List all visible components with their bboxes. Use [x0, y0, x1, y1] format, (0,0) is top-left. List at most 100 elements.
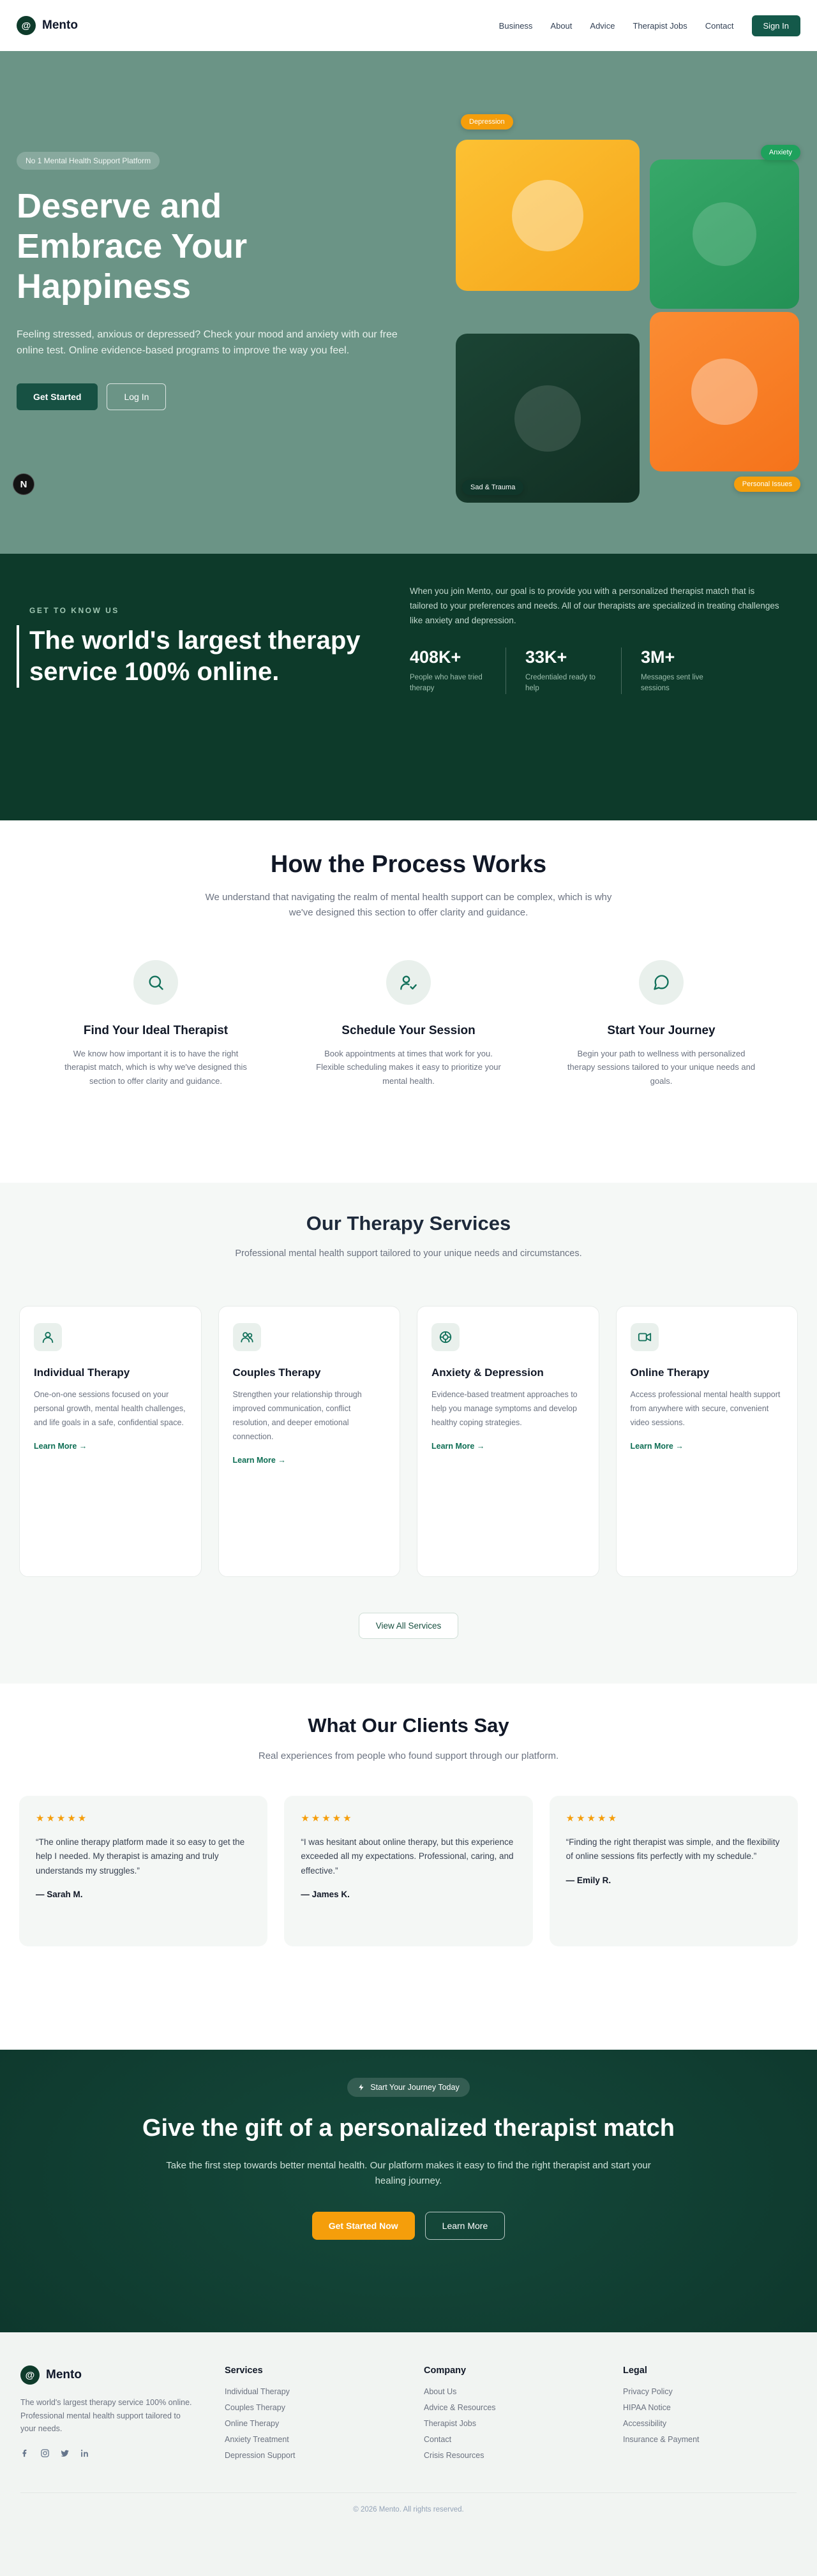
- testimonial-quote: “The online therapy platform made it so …: [36, 1837, 245, 1876]
- footer-link[interactable]: Anxiety Treatment: [225, 2435, 289, 2444]
- dev-indicator-badge[interactable]: N: [13, 473, 34, 495]
- testimonials-subtitle: Real experiences from people who found s…: [258, 1751, 559, 1761]
- stat-therapists: 33K+ Credentialed ready to help: [525, 647, 622, 695]
- decorative-circle: [691, 359, 758, 425]
- testimonial-card: ★★★★★ “I was hesitant about online thera…: [284, 1796, 533, 1946]
- testimonials-section: What Our Clients Say Real experiences fr…: [0, 1684, 817, 2050]
- footer-link[interactable]: About Us: [424, 2387, 457, 2396]
- testimonial-card: ★★★★★ “Finding the right therapist was s…: [549, 1796, 798, 1946]
- stat-messages: 3M+ Messages sent live sessions: [641, 648, 737, 695]
- learn-more-link[interactable]: Learn More →: [34, 1441, 87, 1451]
- footer-link[interactable]: Insurance & Payment: [623, 2435, 700, 2444]
- anxiety-tag: Anxiety: [760, 145, 800, 160]
- about-section: GET TO KNOW US The world's largest thera…: [0, 554, 817, 820]
- get-started-now-button[interactable]: Get Started Now: [311, 2211, 415, 2240]
- step-start-journey: Start Your Journey Begin your path to we…: [550, 960, 772, 1088]
- service-description: One-on-one sessions focused on your pers…: [34, 1390, 186, 1427]
- footer-column-title: Legal: [623, 2365, 647, 2376]
- logo-icon: @: [20, 2365, 40, 2385]
- testimonial-card: ★★★★★ “The online therapy platform made …: [19, 1796, 268, 1946]
- process-title: How the Process Works: [270, 851, 547, 878]
- cta-badge-label: Start Your Journey Today: [370, 2083, 460, 2092]
- footer-link[interactable]: Couples Therapy: [225, 2403, 285, 2412]
- brand-name: Mento: [42, 19, 78, 32]
- footer-link[interactable]: Advice & Resources: [424, 2403, 496, 2412]
- hero-section: No 1 Mental Health Support Platform Dese…: [0, 51, 817, 554]
- sign-in-button[interactable]: Sign In: [751, 15, 800, 36]
- step-title: Find Your Ideal Therapist: [83, 1024, 229, 1037]
- step-schedule-session: Schedule Your Session Book appointments …: [297, 960, 520, 1088]
- services-title: Our Therapy Services: [306, 1212, 511, 1234]
- nav-link-advice[interactable]: Advice: [590, 20, 615, 31]
- process-steps: Find Your Ideal Therapist We know how im…: [45, 960, 772, 1088]
- footer-link[interactable]: Therapist Jobs: [424, 2419, 476, 2428]
- testimonial-quote: “Finding the right therapist was simple,…: [566, 1837, 780, 1862]
- log-in-button[interactable]: Log In: [107, 383, 167, 410]
- get-started-button[interactable]: Get Started: [17, 383, 98, 410]
- footer-column-services: Services Individual Therapy Couples Ther…: [225, 2365, 398, 2467]
- learn-more-link[interactable]: Learn More →: [630, 1441, 684, 1451]
- stat-value: 3M+: [641, 647, 675, 667]
- service-title: Couples Therapy: [232, 1366, 321, 1379]
- facebook-icon[interactable]: [20, 2448, 30, 2458]
- sad-trauma-tag: Sad & Trauma: [462, 480, 524, 495]
- footer-link[interactable]: Online Therapy: [225, 2419, 280, 2428]
- header: @ Mento Business About Advice Therapist …: [0, 0, 817, 51]
- service-card-couples: Couples Therapy Strengthen your relation…: [218, 1306, 400, 1578]
- service-card-online: Online Therapy Access professional menta…: [615, 1306, 798, 1578]
- service-card-individual: Individual Therapy One-on-one sessions f…: [19, 1306, 202, 1578]
- nav-link-business[interactable]: Business: [498, 20, 533, 31]
- about-description: When you join Mento, our goal is to prov…: [410, 586, 779, 625]
- footer-link[interactable]: Privacy Policy: [623, 2387, 673, 2396]
- footer-description: The world's largest therapy service 100%…: [20, 2398, 192, 2434]
- footer-column-legal: Legal Privacy Policy HIPAA Notice Access…: [623, 2365, 797, 2467]
- lifebuoy-icon: [431, 1323, 460, 1352]
- service-description: Access professional mental health suppor…: [630, 1390, 781, 1427]
- footer-brand-logo[interactable]: @ Mento: [20, 2365, 199, 2385]
- cta-learn-more-button[interactable]: Learn More: [424, 2211, 506, 2240]
- hero-actions: Get Started Log In: [17, 383, 425, 410]
- cta-actions: Get Started Now Learn More: [0, 2211, 817, 2240]
- footer-link[interactable]: Accessibility: [623, 2419, 667, 2428]
- process-subtitle: We understand that navigating the realm …: [205, 892, 612, 918]
- service-title: Individual Therapy: [34, 1366, 130, 1379]
- cta-badge: Start Your Journey Today: [347, 2078, 470, 2097]
- stat-label: Credentialed ready to help: [525, 673, 596, 693]
- stat-value: 33K+: [525, 647, 567, 667]
- personal-issues-tag: Personal Issues: [733, 477, 800, 492]
- service-card-anxiety-depression: Anxiety & Depression Evidence-based trea…: [417, 1306, 599, 1578]
- learn-more-link[interactable]: Learn More →: [431, 1441, 485, 1451]
- view-all-services-button[interactable]: View All Services: [358, 1613, 459, 1640]
- footer-column-title: Company: [424, 2365, 467, 2376]
- anxiety-image-card: [650, 159, 799, 309]
- footer-link[interactable]: Contact: [424, 2435, 452, 2444]
- footer-column-title: Services: [225, 2365, 263, 2376]
- footer-link[interactable]: Individual Therapy: [225, 2387, 290, 2396]
- about-detail-block: When you join Mento, our goal is to prov…: [410, 584, 800, 820]
- step-description: We know how important it is to have the …: [64, 1049, 247, 1086]
- testimonial-author: — Emily R.: [566, 1875, 611, 1885]
- hero-badge: No 1 Mental Health Support Platform: [17, 152, 160, 170]
- process-section: How the Process Works We understand that…: [0, 820, 817, 1183]
- footer-link[interactable]: HIPAA Notice: [623, 2403, 671, 2412]
- people-icon: [232, 1323, 261, 1352]
- about-title: The world's largest therapy service 100%…: [29, 626, 361, 686]
- twitter-icon[interactable]: [60, 2448, 70, 2458]
- brand-logo[interactable]: @ Mento: [17, 16, 78, 35]
- service-title: Anxiety & Depression: [431, 1366, 544, 1379]
- instagram-icon[interactable]: [40, 2448, 50, 2458]
- footer-link[interactable]: Depression Support: [225, 2451, 296, 2460]
- step-description: Begin your path to wellness with persona…: [567, 1049, 756, 1086]
- step-title: Schedule Your Session: [341, 1024, 476, 1037]
- services-subtitle: Professional mental health support tailo…: [235, 1248, 582, 1259]
- linkedin-icon[interactable]: [80, 2448, 89, 2458]
- footer-link[interactable]: Crisis Resources: [424, 2451, 484, 2460]
- video-camera-icon: [630, 1323, 659, 1352]
- personal-issues-image-card: [650, 312, 799, 471]
- nav-link-contact[interactable]: Contact: [705, 20, 734, 31]
- hero-title: Deserve and Embrace Your Happiness: [17, 187, 248, 306]
- decorative-circle: [514, 385, 581, 452]
- nav-link-about[interactable]: About: [550, 20, 573, 31]
- learn-more-link[interactable]: Learn More →: [232, 1455, 286, 1465]
- nav-link-therapist-jobs[interactable]: Therapist Jobs: [633, 20, 687, 31]
